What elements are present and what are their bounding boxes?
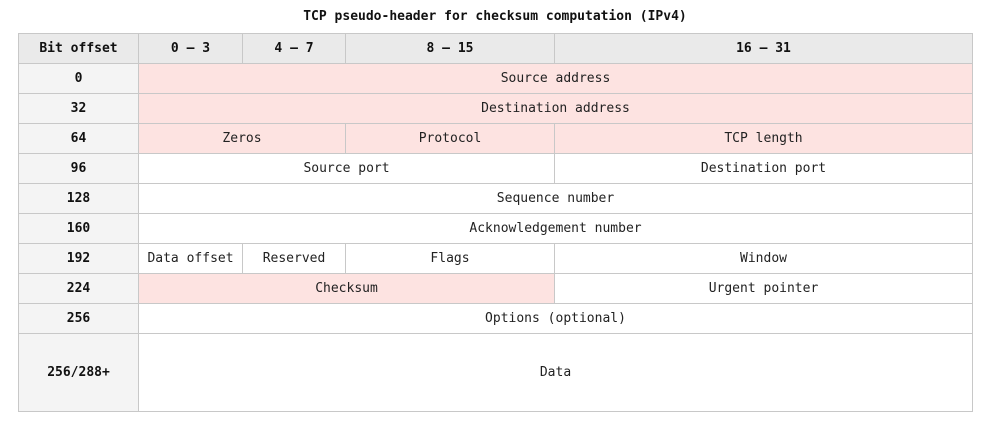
table-row: 96 Source port Destination port bbox=[18, 153, 973, 184]
header-row: Bit offset 0 – 3 4 – 7 8 – 15 16 – 31 bbox=[18, 33, 973, 64]
row-offset: 0 bbox=[18, 63, 139, 94]
field-flags: Flags bbox=[345, 243, 555, 274]
row-offset: 160 bbox=[18, 213, 139, 244]
row-offset: 256 bbox=[18, 303, 139, 334]
field-protocol: Protocol bbox=[345, 123, 555, 154]
field-zeros: Zeros bbox=[138, 123, 346, 154]
field-options: Options (optional) bbox=[138, 303, 973, 334]
header-bit-offset: Bit offset bbox=[18, 33, 139, 64]
field-data: Data bbox=[138, 333, 973, 412]
table-row: 32 Destination address bbox=[18, 93, 973, 124]
field-source-port: Source port bbox=[138, 153, 555, 184]
field-checksum: Checksum bbox=[138, 273, 555, 304]
row-offset: 128 bbox=[18, 183, 139, 214]
table-row: 256/288+ Data bbox=[18, 333, 973, 412]
row-offset: 192 bbox=[18, 243, 139, 274]
field-urgent-pointer: Urgent pointer bbox=[554, 273, 973, 304]
field-acknowledgement-number: Acknowledgement number bbox=[138, 213, 973, 244]
table-caption: TCP pseudo-header for checksum computati… bbox=[303, 9, 687, 24]
field-sequence-number: Sequence number bbox=[138, 183, 973, 214]
table-row: 128 Sequence number bbox=[18, 183, 973, 214]
header-bits-8-15: 8 – 15 bbox=[345, 33, 555, 64]
header-bits-4-7: 4 – 7 bbox=[242, 33, 346, 64]
field-source-address: Source address bbox=[138, 63, 973, 94]
table-row: 256 Options (optional) bbox=[18, 303, 973, 334]
header-bits-16-31: 16 – 31 bbox=[554, 33, 973, 64]
field-destination-address: Destination address bbox=[138, 93, 973, 124]
field-window: Window bbox=[554, 243, 973, 274]
row-offset: 64 bbox=[18, 123, 139, 154]
row-offset: 32 bbox=[18, 93, 139, 124]
field-tcp-length: TCP length bbox=[554, 123, 973, 154]
table-row: 64 Zeros Protocol TCP length bbox=[18, 123, 973, 154]
field-reserved: Reserved bbox=[242, 243, 346, 274]
tcp-pseudo-header-table: Bit offset 0 – 3 4 – 7 8 – 15 16 – 31 0 … bbox=[18, 33, 973, 412]
header-bits-0-3: 0 – 3 bbox=[138, 33, 243, 64]
field-destination-port: Destination port bbox=[554, 153, 973, 184]
field-data-offset: Data offset bbox=[138, 243, 243, 274]
row-offset: 224 bbox=[18, 273, 139, 304]
table-row: 160 Acknowledgement number bbox=[18, 213, 973, 244]
row-offset: 256/288+ bbox=[18, 333, 139, 412]
row-offset: 96 bbox=[18, 153, 139, 184]
table-row: 192 Data offset Reserved Flags Window bbox=[18, 243, 973, 274]
table-row: 0 Source address bbox=[18, 63, 973, 94]
table-row: 224 Checksum Urgent pointer bbox=[18, 273, 973, 304]
